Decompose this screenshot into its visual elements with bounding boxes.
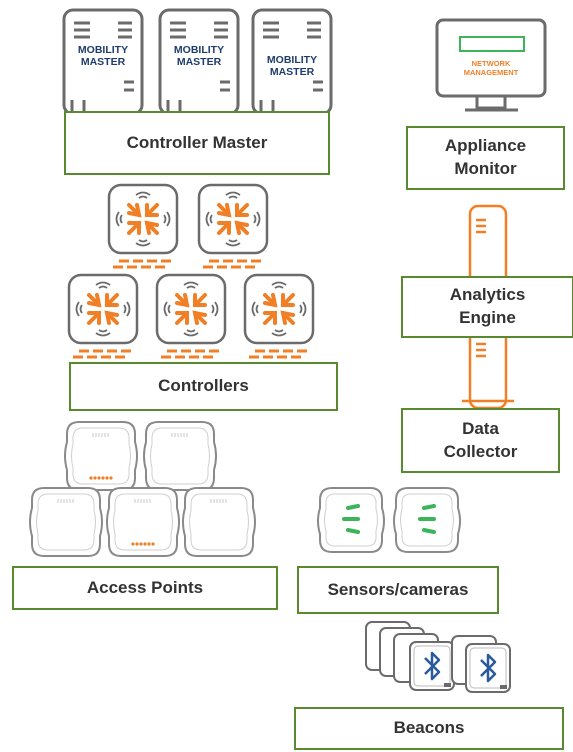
label-data-collector: Data Collector [401,408,560,473]
label-access-points: Access Points [12,566,278,610]
label-controller-master-text: Controller Master [126,132,268,152]
bluetooth-beacon-icon [408,640,456,692]
access-point-icon [29,487,103,557]
access-point-icon [64,421,138,491]
label-beacons: Beacons [294,707,564,750]
aruba-controller-icon [197,183,269,269]
server-text-line2: MASTER [270,66,315,78]
sensor-icon [392,486,462,554]
server-text-line2: MASTER [81,56,126,68]
access-point-icon [106,487,180,557]
server-text-line1: MOBILITY [78,44,128,56]
label-controller-master: Controller Master [64,111,330,175]
label-beacons-text: Beacons [393,718,465,738]
label-controllers: Controllers [69,362,338,411]
sensor-icon [316,486,386,554]
label-appliance-monitor-line2: Monitor [454,159,517,178]
label-data-collector-line1: Data [462,418,499,438]
aruba-controller-icon [67,273,139,359]
label-analytics-engine-line1: Analytics [449,285,526,305]
aruba-controller-icon [107,183,179,269]
label-analytics-engine-line2: Engine [459,308,516,327]
server-text-line1: MOBILITY [267,54,317,66]
label-data-collector-line2: Collector [443,441,518,461]
aruba-controller-icon [243,273,315,359]
label-sensors-cameras: Sensors/cameras [297,566,499,614]
controllers-group [67,183,315,359]
monitor-text-line2: MANAGEMENT [464,68,519,77]
beacons-group [365,621,512,694]
label-access-points-text: Access Points [86,577,204,597]
access-point-icon [143,421,217,491]
monitor-icon [435,18,547,112]
label-controllers-text: Controllers [158,376,249,396]
aruba-controller-icon [155,273,227,359]
label-analytics-engine: Analytics Engine [401,276,573,338]
access-points-group [29,421,256,557]
server-text-line1: MOBILITY [174,44,224,56]
access-point-icon [182,487,256,557]
bluetooth-beacon-icon [464,642,512,694]
label-sensors-cameras-text: Sensors/cameras [327,579,469,599]
label-appliance-monitor-line1: Appliance [444,136,527,156]
sensors-group [316,486,462,554]
server-text-line2: MASTER [177,56,222,68]
monitor-text-line1: NETWORK [472,59,511,68]
label-appliance-monitor: Appliance Monitor [406,126,565,190]
